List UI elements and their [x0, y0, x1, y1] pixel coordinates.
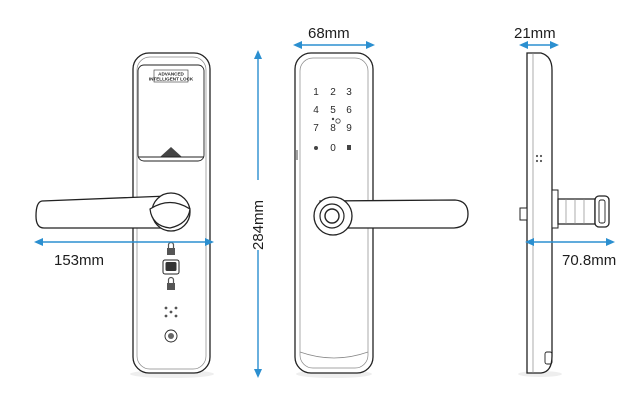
- front-panel-view: 1 2 3 4 5 6 7 8 9 0: [294, 52, 469, 378]
- key-6: 6: [346, 105, 352, 116]
- front-handle: [319, 199, 469, 229]
- battery-cover: [137, 64, 205, 162]
- reset-port: [164, 329, 178, 343]
- lock-icon-bottom: [167, 276, 175, 290]
- width-label: 68mm: [308, 25, 350, 42]
- star-key-icon: [314, 146, 318, 150]
- dimension-height: 284mm: [249, 50, 267, 378]
- handle-length-label: 153mm: [54, 252, 104, 269]
- side-handle-shaft: [557, 198, 596, 225]
- hash-lock-key-icon: [347, 145, 351, 150]
- brand-line-1: ADVANCED: [158, 72, 184, 77]
- side-handle-end-inner: [598, 199, 606, 224]
- depth-label: 70.8mm: [562, 252, 616, 269]
- key-1: 1: [313, 87, 319, 98]
- reset-port-core: [168, 333, 174, 339]
- key-3: 3: [346, 87, 352, 98]
- dimension-depth: 70.8mm: [525, 238, 616, 269]
- side-profile-body: [526, 52, 553, 374]
- brand-plate: [153, 69, 189, 83]
- key-5: 5: [330, 105, 336, 116]
- key-0: 0: [330, 143, 336, 154]
- key-2: 2: [330, 87, 336, 98]
- side-tab: [519, 207, 528, 221]
- thickness-label: 21mm: [514, 25, 556, 42]
- height-label: 284mm: [250, 200, 267, 250]
- key-8: 8: [330, 123, 336, 134]
- back-handle-hub: [149, 201, 191, 229]
- privacy-switch-knob: [165, 262, 177, 271]
- key-9: 9: [346, 123, 352, 134]
- front-panel-bottom-curve: [299, 351, 369, 359]
- side-speaker-holes: [535, 154, 543, 163]
- side-handle-end: [594, 195, 610, 228]
- side-profile-view: [518, 52, 610, 377]
- brand-line-2: INTELLIGENT LOCK: [149, 77, 194, 82]
- dimension-handle-length: 153mm: [34, 238, 214, 269]
- cover-latch-icon: [160, 147, 182, 157]
- back-panel-view: ADVANCED INTELLIGENT LOCK: [35, 52, 214, 378]
- key-7: 7: [313, 123, 319, 134]
- dimension-thickness: 21mm: [514, 25, 559, 49]
- side-handle-base: [551, 189, 559, 229]
- key-4: 4: [313, 105, 319, 116]
- fingerprint-reader-icon: [324, 208, 340, 224]
- speaker-holes: [164, 306, 178, 318]
- side-bottom-detail: [544, 351, 553, 365]
- doorbell-key-icon: [331, 117, 341, 124]
- dimension-width: 68mm: [293, 25, 375, 49]
